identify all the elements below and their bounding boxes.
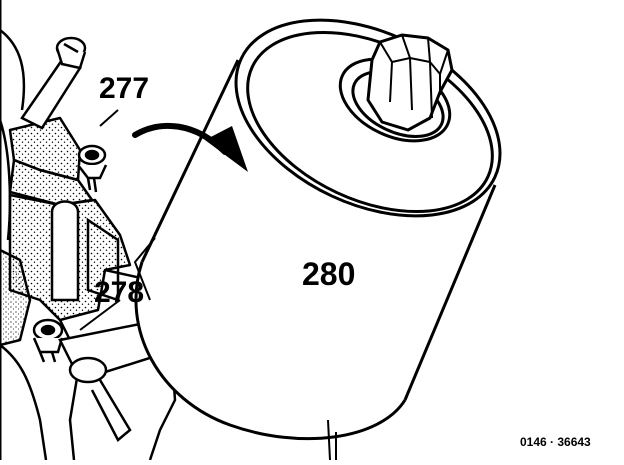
reference-code: 0146 · 36643 [520, 435, 591, 449]
nut-278 [32, 318, 64, 363]
callout-277: 277 [99, 72, 149, 105]
callout-280: 280 [302, 256, 355, 292]
filter-canister [134, 18, 502, 461]
support-tube [50, 200, 120, 302]
rotation-arrow [132, 122, 248, 172]
stud-277 [20, 36, 108, 193]
callout-278: 278 [94, 276, 144, 309]
leader-lines [79, 109, 156, 331]
